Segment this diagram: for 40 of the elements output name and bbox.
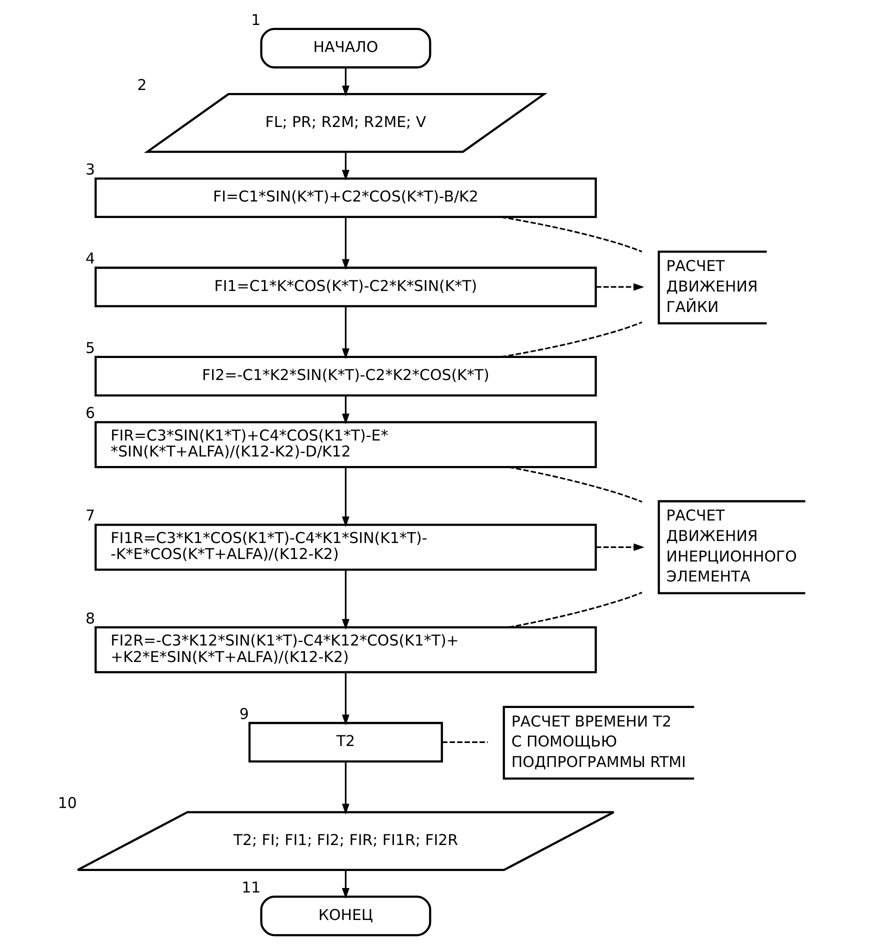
node-label: 5 <box>85 338 95 357</box>
arrow <box>341 570 349 630</box>
node-label: 6 <box>85 404 95 422</box>
node-label: 7 <box>85 506 95 525</box>
node-text: РАСЧЕТ ДВИЖЕНИЯ ИНЕРЦИОННОГО ЭЛЕМЕНТА <box>666 506 796 586</box>
arrow <box>595 283 644 291</box>
arrow <box>341 672 349 726</box>
node-label: 10 <box>57 794 76 812</box>
node-box: FI=C1*SIN(K*T)+C2*COS(K*T)-B/K2 <box>94 177 596 218</box>
node-box: FI2=-C1*K2*SIN(K*T)-C2*K2*COS(K*T) <box>94 356 596 397</box>
arrow <box>341 152 349 181</box>
node-label: 4 <box>85 250 95 268</box>
arrow <box>341 870 349 899</box>
connector <box>508 466 642 503</box>
arrow <box>341 467 349 528</box>
connector <box>508 592 642 628</box>
node-box: НАЧАЛО <box>260 28 431 68</box>
node-box: FI1=C1*K*COS(K*T)-C2*K*SIN(K*T) <box>94 266 596 308</box>
node-box: T2 <box>248 722 442 763</box>
arrow <box>341 396 349 424</box>
node-text: РАСЧЕТ ВРЕМЕНИ T2 С ПОМОЩЬЮ ПОДПРОГРАММЫ RTMI <box>510 712 686 772</box>
node-label: 8 <box>85 609 95 628</box>
arrow <box>341 217 349 270</box>
node-label: 3 <box>85 160 95 178</box>
arrow <box>341 762 349 814</box>
node-label: 1 <box>250 10 260 29</box>
arrow <box>595 543 644 551</box>
arrow <box>341 306 349 360</box>
node-box: FIR=C3*SIN(K1*T)+C4*COS(K1*T)-E* *SIN(K*T+ALFA)/(K12-K2)-D/K12 <box>94 421 596 468</box>
arrow <box>341 68 349 96</box>
connector <box>500 322 642 358</box>
node-box: FI1R=C3*K1*COS(K1*T)-C4*K1*SIN(K1*T)- -K*E*COS(K*T+ALFA)/(K12-K2) <box>94 524 596 571</box>
connector <box>500 216 642 252</box>
node-box: КОНЕЦ <box>260 896 431 936</box>
node-box: FI2R=-C3*K12*SIN(K1*T)-C4*K12*COS(K1*T)+ +K2*E*SIN(K*T+ALFA)/(K12-K2) <box>94 626 596 674</box>
node-label: 2 <box>136 76 146 94</box>
node-label: 9 <box>238 704 248 723</box>
connector <box>442 741 488 744</box>
node-text: РАСЧЕТ ДВИЖЕНИЯ ГАЙКИ <box>666 257 758 316</box>
node-label: 11 <box>241 878 260 897</box>
